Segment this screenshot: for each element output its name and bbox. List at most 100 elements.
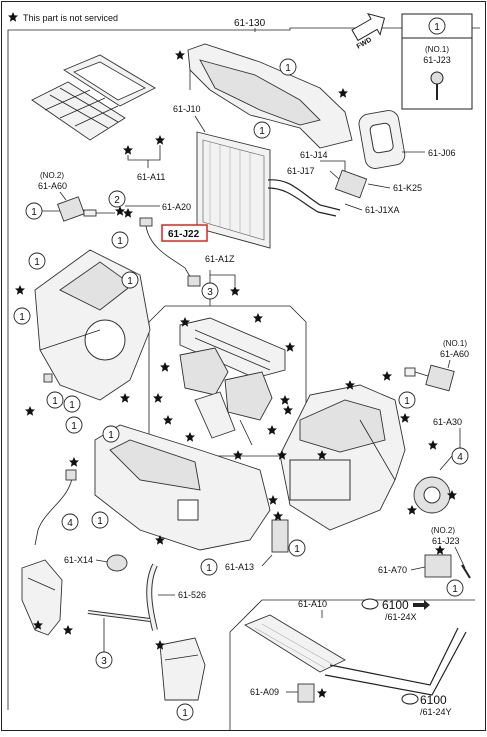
label-61-A30: 61-A30 [433, 417, 462, 427]
star-icon [253, 313, 263, 323]
duct-part [21, 559, 63, 636]
star-icon [283, 405, 293, 415]
legend-star-icon [8, 12, 18, 22]
svg-text:1: 1 [52, 396, 58, 407]
legend-text: This part is not serviced [23, 13, 118, 23]
heater-pipe [329, 627, 459, 686]
svg-text:1: 1 [127, 276, 133, 287]
label-61-130: 61-130 [234, 18, 266, 29]
ref-circle-1 [91, 511, 109, 529]
star-icon [123, 208, 133, 218]
label-61-24Y: /61-24Y [420, 707, 452, 717]
screw-icon [430, 71, 444, 100]
star-icon [267, 425, 277, 435]
svg-text:1: 1 [206, 563, 212, 574]
ref-circle-1 [13, 307, 31, 325]
inset-ref: 1 [434, 22, 440, 33]
link-lever-part [413, 476, 451, 514]
star-icon [400, 413, 410, 423]
label-6100-a: 6100 [382, 598, 409, 612]
star-icon [407, 505, 417, 515]
wire-harness [145, 225, 193, 281]
blower-housing-part [34, 249, 151, 401]
blower-resistor-part [106, 554, 128, 572]
ref-circle-1 [176, 703, 194, 721]
star-icon [163, 415, 173, 425]
label-61-A60-right: 61-A60 [440, 349, 469, 359]
label-61-A09: 61-A09 [250, 687, 279, 697]
svg-text:2: 2 [114, 195, 120, 206]
label-61-526: 61-526 [178, 590, 206, 600]
svg-text:1: 1 [285, 63, 291, 74]
star-icon [338, 88, 348, 98]
ref-circle-1 [200, 558, 218, 576]
star-icon [123, 145, 133, 155]
svg-text:1: 1 [19, 312, 25, 323]
label-61-24X: /61-24X [385, 612, 417, 622]
star-icon [153, 393, 163, 403]
inset-no: (NO.1) [425, 45, 449, 54]
ref-arrow-icon [401, 693, 419, 705]
star-icon [285, 342, 295, 352]
star-icon [175, 50, 185, 60]
ref-circle-1 [46, 391, 64, 409]
inset-box: 1 (NO.1) 61-J23 [401, 13, 473, 110]
actuator-part [57, 196, 97, 222]
star-icon [115, 206, 125, 216]
sensor-head-part [65, 469, 77, 481]
label-61-A60-left: 61-A60 [38, 181, 67, 191]
label-61-A1Z: 61-A1Z [205, 254, 235, 264]
part-61-A09 [297, 683, 315, 703]
clip-part [43, 373, 53, 383]
ref-circle-1 [446, 579, 464, 597]
svg-text:1: 1 [182, 708, 188, 719]
ref-circle-1 [253, 121, 271, 139]
sensor-wire [34, 477, 73, 546]
ref-circle-4 [61, 513, 79, 531]
ref-arrow-icon [361, 598, 379, 610]
label-no1: (NO.1) [443, 339, 467, 348]
heater-housing-part [279, 384, 406, 531]
ref-circle-3 [95, 651, 113, 669]
svg-text:1: 1 [31, 207, 37, 218]
label-61-A13: 61-A13 [225, 562, 254, 572]
svg-text:3: 3 [101, 656, 107, 667]
svg-text:1: 1 [97, 516, 103, 527]
arrow-right-icon [413, 600, 430, 610]
label-61-A11: 61-A11 [137, 172, 165, 182]
group-border-top [7, 27, 480, 40]
label-61-A10: 61-A10 [298, 599, 327, 609]
star-icon [15, 285, 25, 295]
ref-circle-1 [102, 425, 120, 443]
highlight-61-J22[interactable] [161, 224, 208, 242]
label-61-J23-right: 61-J23 [432, 536, 460, 546]
svg-text:1: 1 [294, 544, 300, 555]
ref-circle-1 [111, 231, 129, 249]
label-61-J1XA: 61-J1XA [365, 205, 400, 215]
ref-circle-1 [398, 391, 416, 409]
svg-text:4: 4 [457, 452, 463, 463]
svg-text:4: 4 [67, 518, 73, 529]
label-no2-j23: (NO.2) [431, 526, 455, 535]
connector-part [187, 275, 201, 287]
svg-text:1: 1 [34, 257, 40, 268]
star-icon [155, 135, 165, 145]
expansion-valve-part [334, 169, 368, 199]
label-61-A70: 61-A70 [378, 565, 407, 575]
label-61-A20: 61-A20 [162, 202, 191, 212]
svg-text:1: 1 [117, 236, 123, 247]
part-61-A13 [271, 519, 289, 553]
ref-circle-2 [108, 190, 126, 208]
seal-bar-part [87, 610, 151, 622]
star-icon [280, 395, 290, 405]
svg-text:1: 1 [69, 400, 75, 411]
svg-text:1: 1 [259, 126, 265, 137]
inset-part: 61-J23 [423, 55, 451, 65]
mode-actuator-part [404, 364, 455, 392]
label-61-J06: 61-J06 [428, 148, 456, 158]
label-61-J17: 61-J17 [287, 166, 315, 176]
screw-part [461, 564, 471, 579]
label-61-J10: 61-J10 [173, 104, 201, 114]
label-61-J22: 61-J22 [168, 229, 200, 240]
